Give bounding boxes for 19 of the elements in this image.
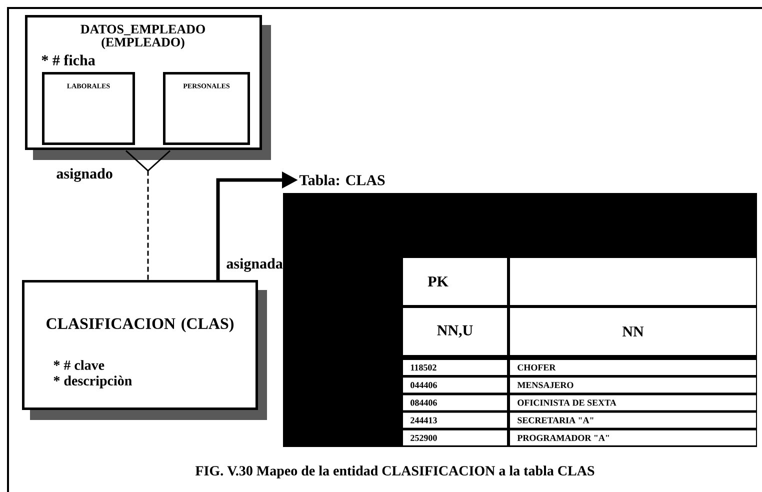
table-cell: OFICINISTA DE SEXTA xyxy=(510,395,756,410)
table-cell: MENSAJERO xyxy=(510,378,756,393)
table-cell: PK xyxy=(403,258,507,305)
role-label: asignada xyxy=(226,258,283,272)
table-cell: 252900 xyxy=(403,430,507,446)
table-cell: NN,U xyxy=(403,308,507,355)
table-cell: PROGRAMADOR "A" xyxy=(510,430,756,446)
entity-box: CLASIFICACION (CLAS) * # clave * descripciòn xyxy=(22,280,267,420)
table-cell: NN xyxy=(510,308,756,355)
node-label: Tabla: CLAS xyxy=(299,174,385,186)
table-cell: 118502 xyxy=(403,360,507,375)
table-cell: SECRETARIA "A" xyxy=(510,412,756,428)
table-cell: 044406 xyxy=(403,378,507,393)
role-label: asignado xyxy=(56,168,112,182)
caption: FIG. V.30 Mapeo de la entidad CLASIFICACION a la tabla CLAS xyxy=(195,466,594,478)
table-cell: 244413 xyxy=(403,412,507,428)
connector xyxy=(126,150,170,280)
table-cell: 084406 xyxy=(403,395,507,410)
table-cell: CHOFER xyxy=(510,360,756,375)
